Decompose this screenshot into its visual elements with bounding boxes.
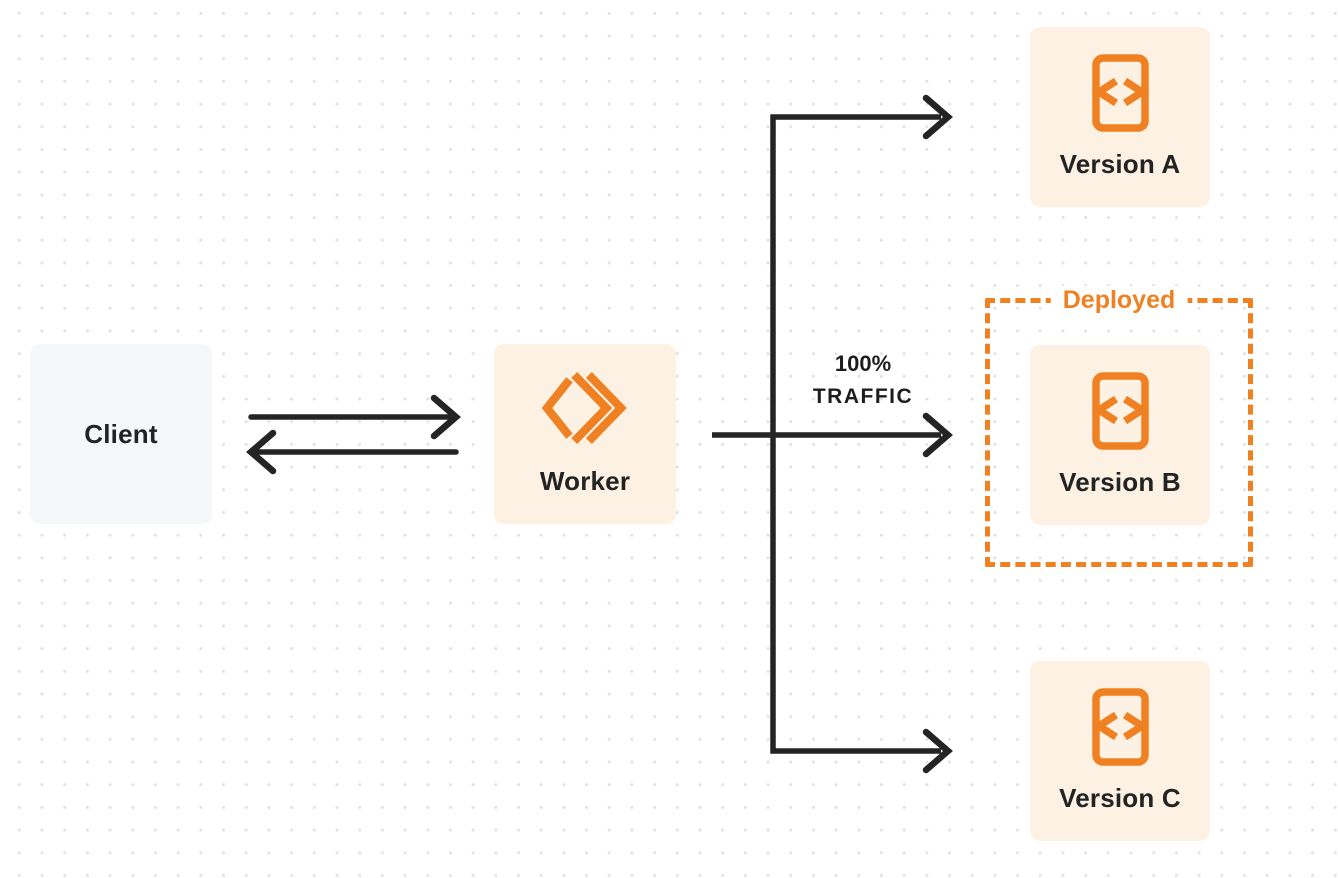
- arrow-worker-to-client: [246, 429, 459, 475]
- workers-double-chevron-icon: [541, 371, 628, 450]
- worker-node: Worker: [494, 344, 676, 524]
- code-file-icon: [1091, 688, 1149, 771]
- worker-label: Worker: [539, 466, 631, 496]
- arrowhead-version-c: [922, 728, 953, 774]
- version-b-label: Version B: [1059, 467, 1181, 497]
- code-file-icon: [1091, 372, 1149, 455]
- version-c-node: Version C: [1030, 661, 1210, 841]
- deployed-badge: Deployed: [1050, 286, 1188, 315]
- arrow-client-to-worker: [248, 394, 461, 440]
- traffic-annotation: 100% TRAFFIC: [789, 351, 937, 409]
- version-a-label: Version A: [1059, 149, 1181, 179]
- client-label: Client: [84, 418, 158, 449]
- branch-arrowheads: [922, 94, 953, 774]
- version-a-node: Version A: [1030, 27, 1210, 207]
- code-file-icon: [1091, 54, 1149, 137]
- branch-trunk-lines: [712, 114, 941, 754]
- version-c-label: Version C: [1059, 783, 1181, 813]
- arrowhead-version-a: [922, 94, 953, 140]
- traffic-percent-text: 100%: [834, 351, 892, 376]
- client-node: Client: [30, 344, 212, 524]
- traffic-word-text: TRAFFIC: [812, 385, 914, 408]
- arrowhead-version-b: [922, 412, 953, 458]
- version-b-node: Version B: [1030, 345, 1210, 525]
